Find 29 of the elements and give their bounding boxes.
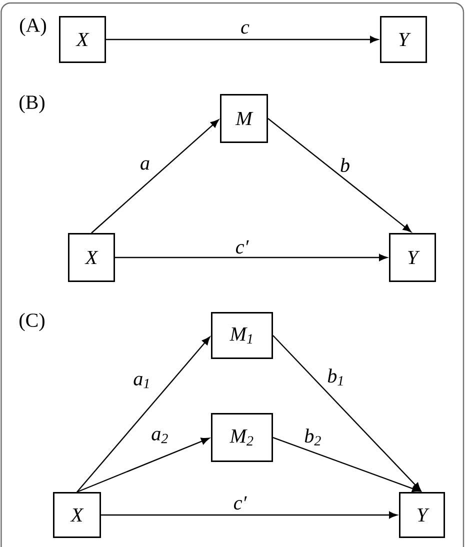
variable-box: X [59,16,106,63]
edge-label: c′ [236,240,249,254]
variable-box: Y [389,233,436,282]
variable-box: X [68,233,115,282]
panel-label: (B) [20,94,44,114]
variable-box: X [53,492,101,538]
variable-box: Y [399,492,445,538]
panel-label: (C) [20,312,44,332]
edge-label: b$_{1}$ [328,368,343,386]
edge-label: a$_{1}$ [134,376,149,388]
arrow [76,438,210,493]
edge-label: c′ [234,496,247,510]
arrow [268,118,412,232]
edge-label: b$_{2}$ [304,428,321,446]
variable-box: M$_{1}$ [211,312,273,359]
arrow [115,254,388,262]
variable-box: Y [380,16,427,63]
arrow [91,119,219,234]
arrow [106,36,378,44]
arrow [76,336,210,492]
variable-box: M$_{2}$ [211,413,273,462]
edge-label: b [340,158,350,172]
edge-label: a$_{2}$ [152,430,168,444]
edge-label: c [241,24,250,34]
variable-box: M [220,94,268,143]
arrow [272,335,421,491]
edge-label: a [140,160,150,170]
arrow [101,511,398,519]
arrow [272,436,420,492]
